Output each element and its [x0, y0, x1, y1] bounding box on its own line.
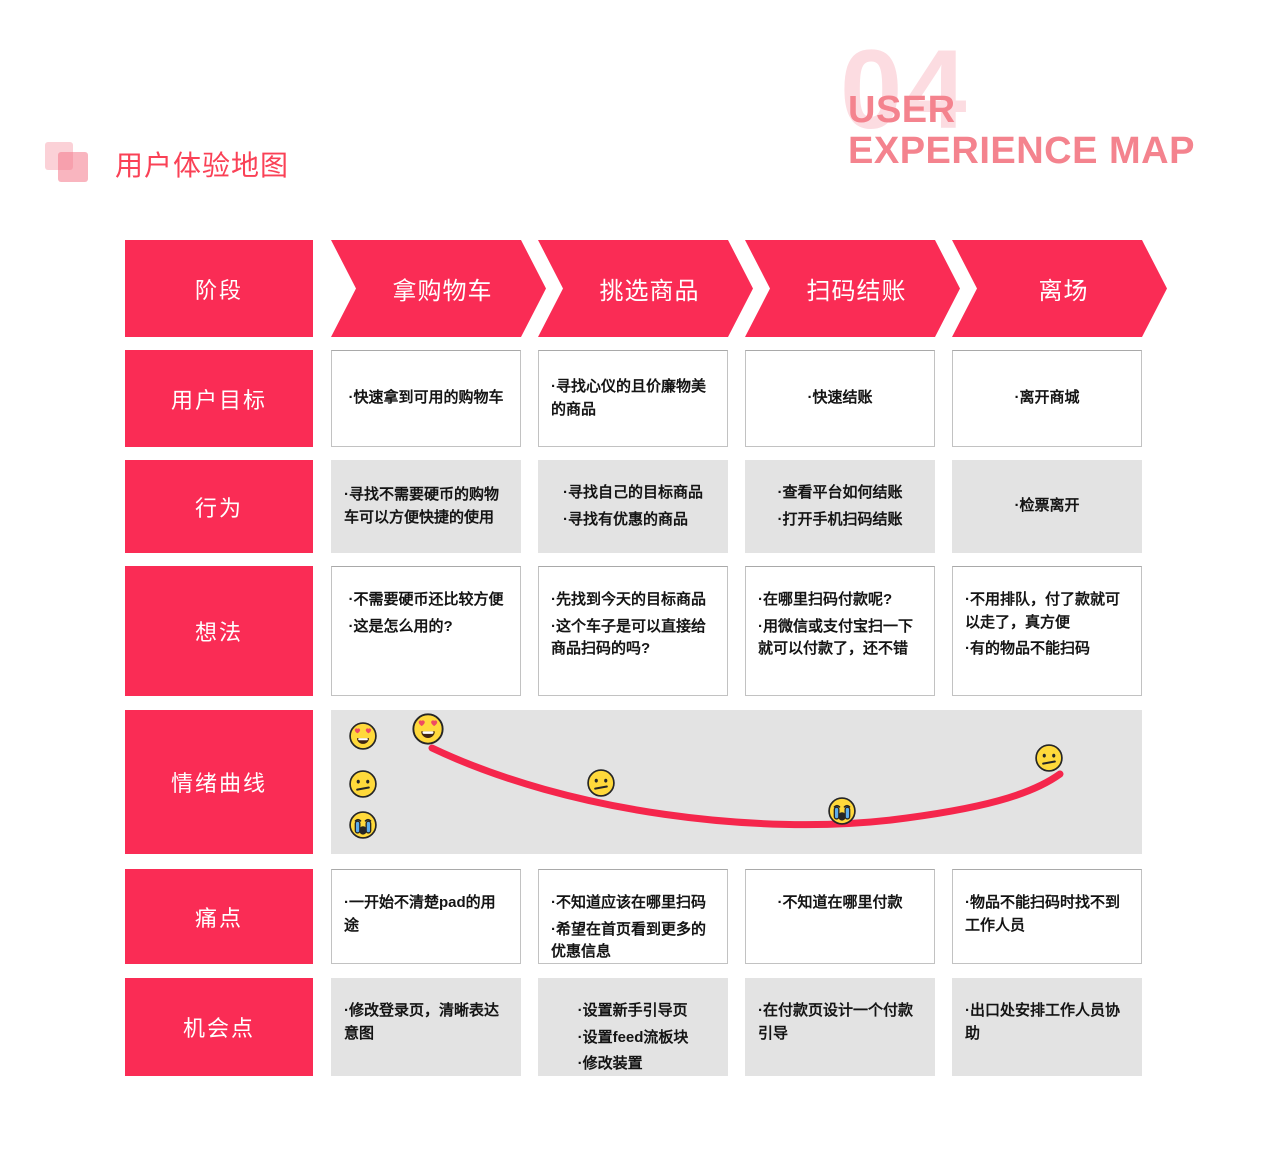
row-label-stage: 阶段	[125, 240, 313, 337]
cell-opportunity-4: ·出口处安排工作人员协助	[952, 978, 1142, 1076]
stage-arrow-get-cart: 拿购物车	[331, 240, 546, 337]
cell-goals-2: ·寻找心仪的且价廉物美的商品	[538, 350, 728, 447]
chapter-title-line2: EXPERIENCE MAP	[848, 130, 1195, 173]
page-title: 用户体验地图	[115, 150, 290, 181]
stage-arrow-pick-goods: 挑选商品	[538, 240, 753, 337]
decor-square-icon	[58, 152, 88, 182]
cell-text: ·物品不能扫码时找不到工作人员	[965, 894, 1120, 934]
cell-text: ·先找到今天的目标商品	[551, 591, 706, 608]
stage-arrow-label: 离场	[1038, 278, 1089, 305]
row-label-goals: 用户目标	[125, 350, 313, 447]
cell-text: ·有的物品不能扫码	[965, 640, 1090, 657]
stage-arrow-label: 挑选商品	[599, 278, 700, 305]
cell-text: ·离开商城	[1014, 389, 1080, 407]
row-opportunity: 机会点 ·修改登录页，清晰表达意图 ·设置新手引导页 ·设置feed流板块 ·修…	[125, 978, 1142, 1076]
cell-text: ·寻找自己的目标商品	[563, 484, 703, 501]
cell-text: ·这是怎么用的?	[348, 617, 453, 635]
cell-text: ·希望在首页看到更多的优惠信息	[551, 920, 706, 961]
cell-behavior-4: ·检票离开	[952, 460, 1142, 553]
chapter-title: USER EXPERIENCE MAP	[848, 89, 1195, 173]
cell-pain-2: ·不知道应该在哪里扫码 ·希望在首页看到更多的优惠信息	[538, 869, 728, 964]
emotion-curve	[428, 744, 1064, 829]
cell-behavior-1: ·寻找不需要硬币的购物车可以方便快捷的使用	[331, 460, 521, 553]
row-label-behavior: 行为	[125, 460, 313, 553]
cell-text: ·不知道应该在哪里扫码	[551, 894, 706, 911]
neutral-face-emoji	[1034, 743, 1064, 773]
stage-arrow-leave: 离场	[952, 240, 1167, 337]
cell-text: ·查看平台如何结账	[777, 484, 903, 501]
neutral-face-emoji	[348, 769, 378, 799]
cell-thoughts-3: ·在哪里扫码付款呢? ·用微信或支付宝扫一下就可以付款了，还不错	[745, 566, 935, 696]
cell-goals-4: ·离开商城	[952, 350, 1142, 447]
row-label-thoughts: 想法	[125, 566, 313, 696]
stage-arrow-label: 扫码结账	[806, 278, 907, 305]
cell-text: ·寻找不需要硬币的购物车可以方便快捷的使用	[344, 486, 499, 526]
brand-mark	[45, 142, 89, 184]
cell-text: ·不知道在哪里付款	[777, 894, 903, 911]
cell-goals-3: ·快速结账	[745, 350, 935, 447]
emotion-panel	[331, 710, 1142, 854]
stage-arrow-scan-checkout: 扫码结账	[745, 240, 960, 337]
cell-text: ·寻找心仪的且价廉物美的商品	[551, 378, 706, 418]
cell-text: ·设置新手引导页	[577, 1002, 688, 1019]
stage-arrows: 拿购物车 挑选商品 扫码结账 离场	[331, 240, 1159, 337]
row-pain: 痛点 ·一开始不清楚pad的用途 ·不知道应该在哪里扫码 ·希望在首页看到更多的…	[125, 869, 1142, 964]
cell-behavior-2: ·寻找自己的目标商品 ·寻找有优惠的商品	[538, 460, 728, 553]
row-label-emotion: 情绪曲线	[125, 710, 313, 854]
cell-pain-1: ·一开始不清楚pad的用途	[331, 869, 521, 964]
cell-text: ·不用排队，付了款就可以走了，真方便	[965, 591, 1120, 631]
cell-text: ·不需要硬币还比较方便	[348, 591, 504, 608]
cell-thoughts-1: ·不需要硬币还比较方便 ·这是怎么用的?	[331, 566, 521, 696]
cell-text: ·修改装置	[577, 1055, 643, 1072]
heart-eyes-emoji	[348, 721, 378, 751]
cell-opportunity-3: ·在付款页设计一个付款引导	[745, 978, 935, 1076]
cell-text: ·快速拿到可用的购物车	[348, 389, 504, 407]
cell-opportunity-1: ·修改登录页，清晰表达意图	[331, 978, 521, 1076]
row-behavior: 行为 ·寻找不需要硬币的购物车可以方便快捷的使用 ·寻找自己的目标商品 ·寻找有…	[125, 460, 1142, 553]
cell-behavior-3: ·查看平台如何结账 ·打开手机扫码结账	[745, 460, 935, 553]
crying-face-emoji	[348, 810, 378, 840]
cell-text: ·用微信或支付宝扫一下就可以付款了，还不错	[758, 617, 913, 658]
chapter-number: 04	[840, 27, 969, 152]
cell-text: ·出口处安排工作人员协助	[965, 1002, 1120, 1042]
cell-goals-1: ·快速拿到可用的购物车	[331, 350, 521, 447]
row-thoughts: 想法 ·不需要硬币还比较方便 ·这是怎么用的? ·先找到今天的目标商品 ·这个车…	[125, 566, 1142, 696]
cell-opportunity-2: ·设置新手引导页 ·设置feed流板块 ·修改装置	[538, 978, 728, 1076]
cell-text: ·在哪里扫码付款呢?	[758, 591, 893, 608]
row-label-opportunity: 机会点	[125, 978, 313, 1076]
cell-text: ·一开始不清楚pad的用途	[344, 894, 496, 934]
cell-thoughts-4: ·不用排队，付了款就可以走了，真方便 ·有的物品不能扫码	[952, 566, 1142, 696]
row-emotion: 情绪曲线	[125, 710, 1142, 854]
cell-pain-3: ·不知道在哪里付款	[745, 869, 935, 964]
cell-thoughts-2: ·先找到今天的目标商品 ·这个车子是可以直接给商品扫码的吗?	[538, 566, 728, 696]
cell-text: ·快速结账	[807, 389, 873, 407]
crying-face-emoji	[827, 796, 857, 826]
chapter-title-line1: USER	[848, 89, 956, 131]
cell-text: ·修改登录页，清晰表达意图	[344, 1002, 499, 1042]
row-goals: 用户目标 ·快速拿到可用的购物车 ·寻找心仪的且价廉物美的商品 ·快速结账 ·离…	[125, 350, 1142, 447]
cell-text: ·寻找有优惠的商品	[563, 510, 688, 528]
stage-arrow-label: 拿购物车	[392, 278, 493, 305]
neutral-face-emoji	[586, 768, 616, 798]
cell-text: ·检票离开	[1014, 497, 1080, 515]
cell-text: ·在付款页设计一个付款引导	[758, 1002, 913, 1042]
cell-text: ·打开手机扫码结账	[777, 510, 903, 528]
chapter-header: 04 USER EXPERIENCE MAP	[838, 34, 1238, 188]
heart-eyes-emoji	[411, 712, 445, 746]
row-stage: 阶段 拿购物车 挑选商品 扫码结账 离场	[125, 240, 1159, 337]
cell-text: ·设置feed流板块	[577, 1028, 689, 1046]
cell-pain-4: ·物品不能扫码时找不到工作人员	[952, 869, 1142, 964]
row-label-pain: 痛点	[125, 869, 313, 964]
cell-text: ·这个车子是可以直接给商品扫码的吗?	[551, 617, 706, 658]
